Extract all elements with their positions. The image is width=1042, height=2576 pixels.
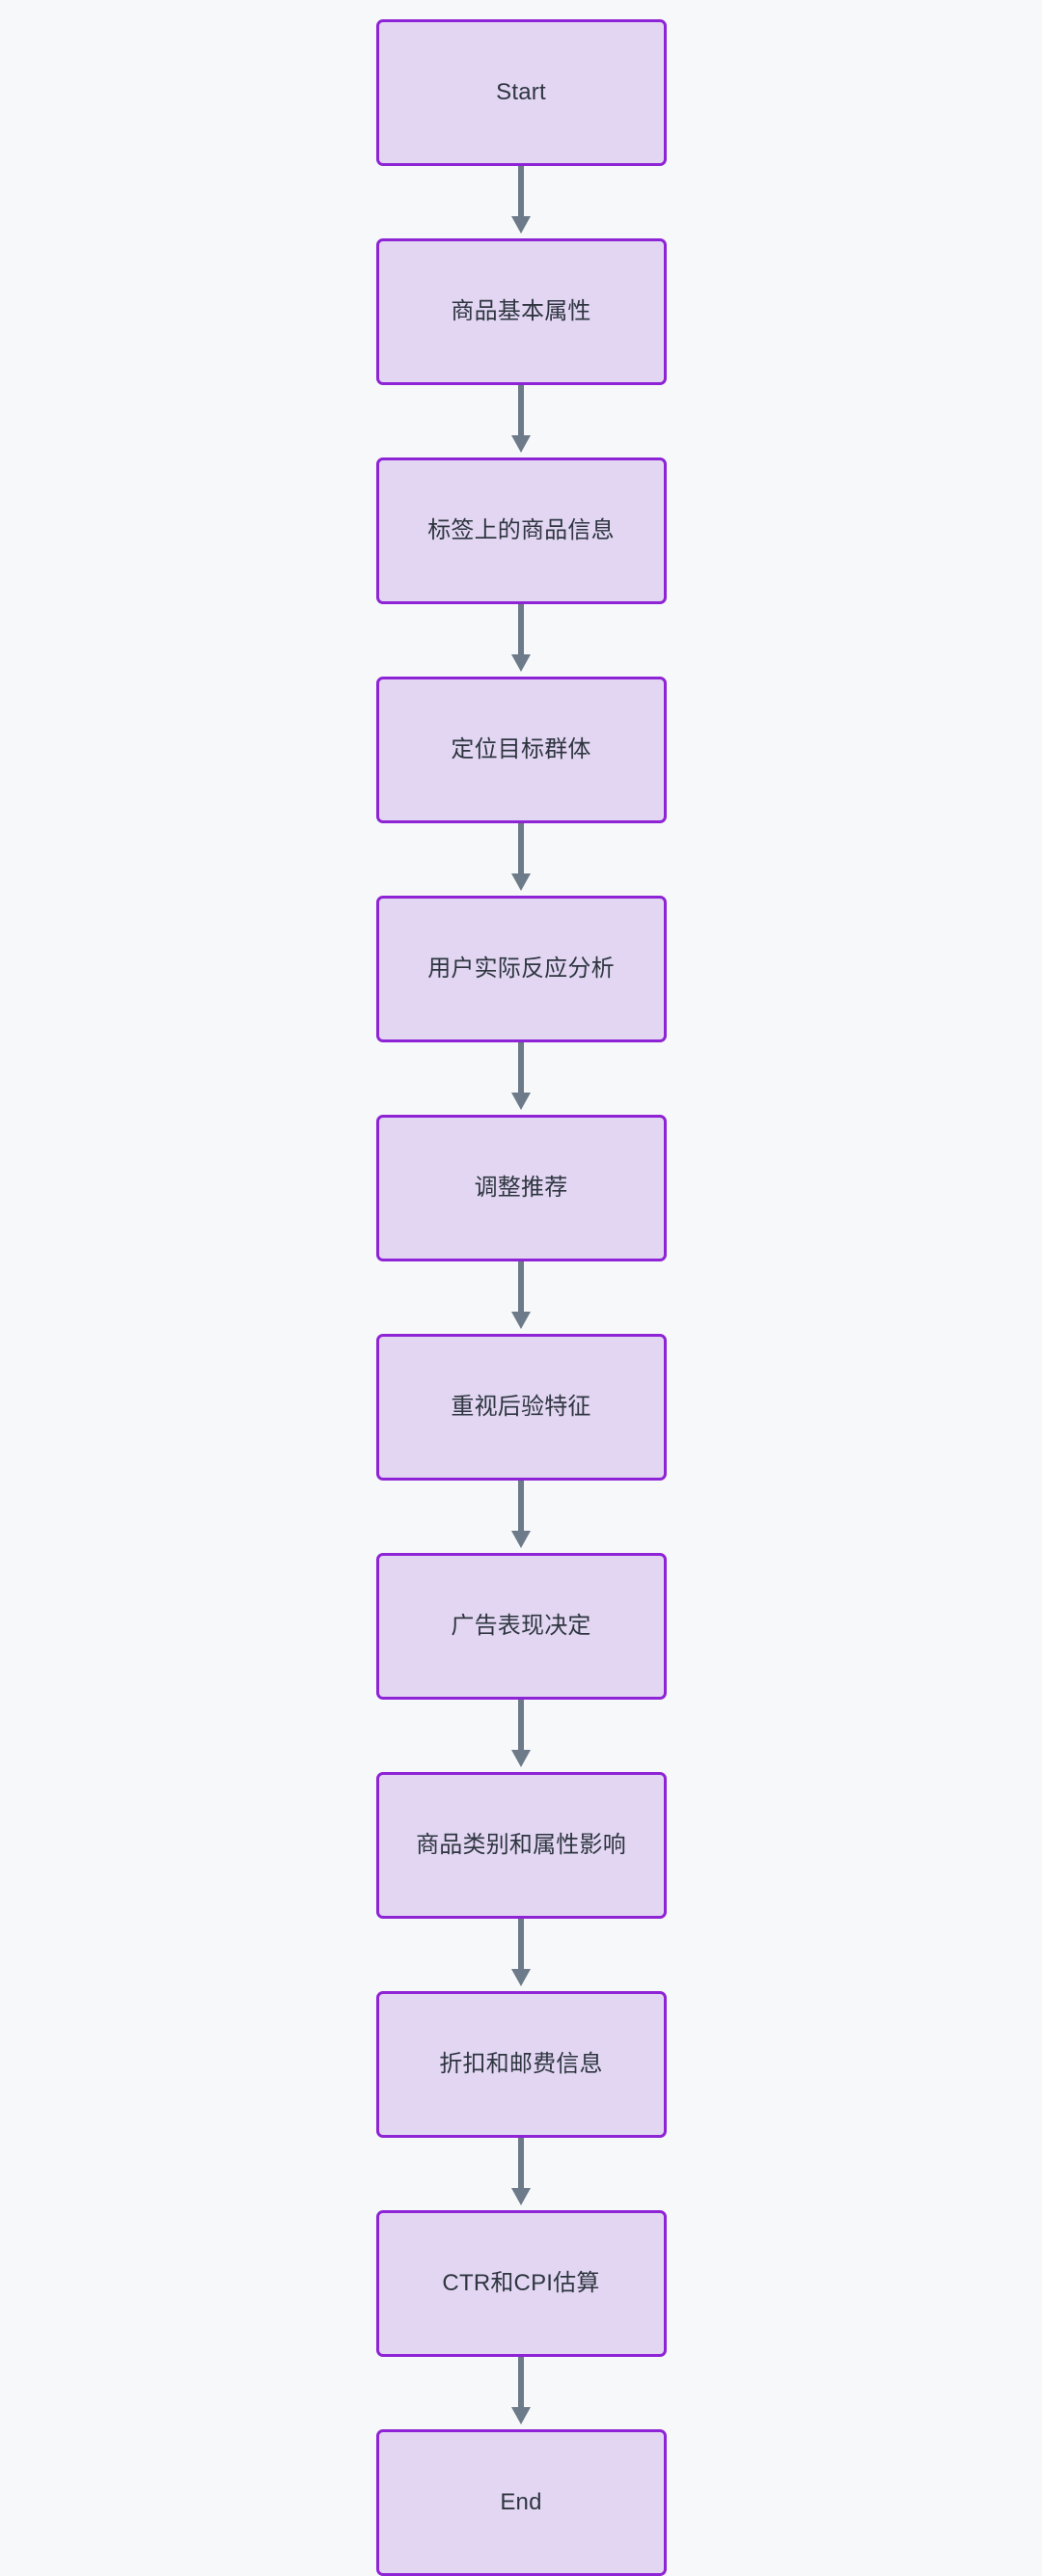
flow-arrow <box>509 166 533 238</box>
flow-node-label: Start <box>496 79 546 105</box>
flow-node-n4[interactable]: 定位目标群体 <box>375 677 667 823</box>
flow-node-n8[interactable]: 广告表现决定 <box>375 1553 667 1700</box>
flow-node-n5[interactable]: 用户实际反应分析 <box>375 896 667 1042</box>
flow-node-label: 用户实际反应分析 <box>427 956 615 982</box>
flow-node-n10[interactable]: 折扣和邮费信息 <box>375 1991 667 2138</box>
flow-arrow <box>509 604 533 677</box>
flow-node-n7[interactable]: 重视后验特征 <box>375 1334 667 1481</box>
flow-node-n9[interactable]: 商品类别和属性影响 <box>375 1772 667 1919</box>
flow-node-n12[interactable]: End <box>375 2429 667 2576</box>
flow-node-n6[interactable]: 调整推荐 <box>375 1115 667 1261</box>
flow-node-label: 广告表现决定 <box>451 1613 591 1639</box>
flow-node-n11[interactable]: CTR和CPI估算 <box>375 2210 667 2357</box>
flow-node-label: 标签上的商品信息 <box>427 517 615 543</box>
flow-arrow <box>509 1261 533 1334</box>
flow-node-n3[interactable]: 标签上的商品信息 <box>375 457 667 604</box>
flow-arrow <box>509 1481 533 1553</box>
flow-node-n1[interactable]: Start <box>375 19 667 166</box>
flow-arrow <box>509 2357 533 2429</box>
flow-node-label: 商品类别和属性影响 <box>416 1832 626 1858</box>
flow-arrow <box>509 1919 533 1991</box>
flow-arrow <box>509 823 533 896</box>
flow-node-label: 商品基本属性 <box>451 298 591 324</box>
flow-node-n2[interactable]: 商品基本属性 <box>375 238 667 385</box>
flow-node-label: 调整推荐 <box>474 1175 568 1201</box>
flow-arrow <box>509 1700 533 1772</box>
flow-arrow <box>509 385 533 457</box>
flow-arrow <box>509 1042 533 1115</box>
flow-arrow <box>509 2138 533 2210</box>
flow-node-label: 重视后验特征 <box>451 1394 591 1420</box>
flow-node-label: CTR和CPI估算 <box>442 2270 600 2296</box>
flow-node-label: 定位目标群体 <box>451 736 591 762</box>
flow-node-label: End <box>500 2489 542 2515</box>
flow-node-label: 折扣和邮费信息 <box>439 2051 603 2077</box>
